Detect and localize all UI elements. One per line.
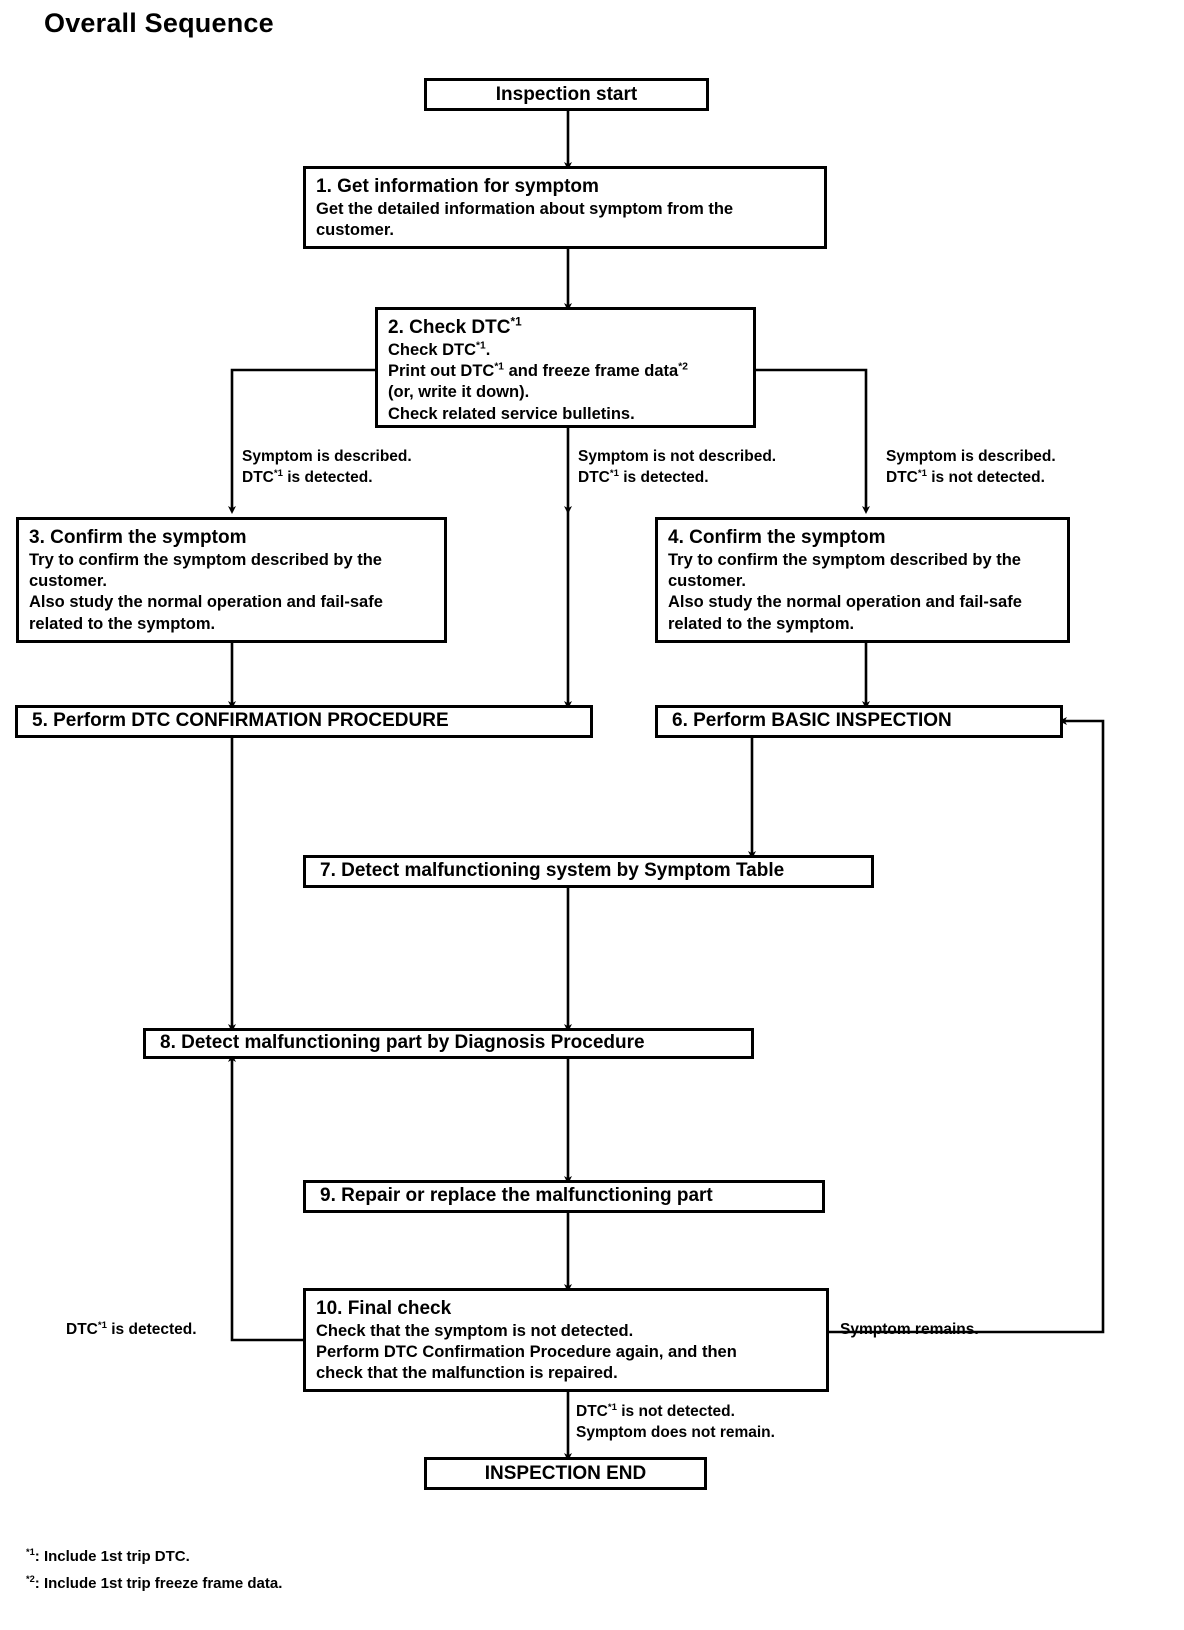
node-8-heading: 8. Detect malfunctioning part by Diagnos… <box>160 1031 645 1053</box>
edge-label-middle-branch: Symptom is not described. DTC*1 is detec… <box>578 448 777 486</box>
node-7-heading: 7. Detect malfunctioning system by Sympt… <box>320 859 785 881</box>
node-inspection-end[interactable]: INSPECTION END <box>424 1457 707 1490</box>
node-5-dtc-confirmation-procedure[interactable]: 5. Perform DTC CONFIRMATION PROCEDURE <box>15 705 593 738</box>
page-title: Overall Sequence <box>44 8 274 38</box>
node-8-diagnosis-procedure[interactable]: 8. Detect malfunctioning part by Diagnos… <box>143 1028 754 1059</box>
edge-label-final-ok: DTC*1 is not detected. Symptom does not … <box>576 1401 775 1441</box>
node-7-symptom-table[interactable]: 7. Detect malfunctioning system by Sympt… <box>303 855 874 888</box>
footnote-ref-1: *1 <box>510 315 522 329</box>
node-9-heading: 9. Repair or replace the malfunctioning … <box>320 1184 713 1206</box>
edge-label-symptom-remains: Symptom remains. <box>840 1321 979 1338</box>
edge-label-right-branch: Symptom is described. DTC*1 is not detec… <box>886 448 1056 486</box>
footnote-ref-2: *2 <box>678 361 688 373</box>
node-inspection-end-label: INSPECTION END <box>484 1462 647 1484</box>
node-3-body: Try to confirm the symptom described by … <box>29 551 383 633</box>
edge-label-dtc-detected: DTC*1 is detected. <box>66 1319 197 1338</box>
node-6-heading: 6. Perform BASIC INSPECTION <box>672 709 952 731</box>
node-3-heading: 3. Confirm the symptom <box>29 527 247 548</box>
node-1-get-information[interactable]: 1. Get information for symptom Get the d… <box>303 166 827 249</box>
node-1-heading: 1. Get information for symptom <box>316 176 599 197</box>
node-5-heading: 5. Perform DTC CONFIRMATION PROCEDURE <box>32 709 449 731</box>
node-10-heading: 10. Final check <box>316 1298 452 1319</box>
footnote-2: *2: Include 1st trip freeze frame data. <box>26 1574 283 1592</box>
node-9-repair-replace[interactable]: 9. Repair or replace the malfunctioning … <box>303 1180 825 1213</box>
node-2-heading: 2. Check DTC*1 <box>388 315 522 338</box>
node-3-confirm-symptom[interactable]: 3. Confirm the symptom Try to confirm th… <box>16 517 447 643</box>
node-10-body: Check that the symptom is not detected. … <box>316 1322 737 1383</box>
node-2-check-dtc[interactable]: 2. Check DTC*1 Check DTC*1. Print out DT… <box>375 307 756 428</box>
node-inspection-start[interactable]: Inspection start <box>424 78 709 111</box>
node-1-body: Get the detailed information about sympt… <box>316 200 734 240</box>
node-4-heading: 4. Confirm the symptom <box>668 527 886 548</box>
node-2-body: Check DTC*1. Print out DTC*1 and freeze … <box>388 340 688 423</box>
node-10-final-check[interactable]: 10. Final check Check that the symptom i… <box>303 1288 829 1392</box>
node-inspection-start-label: Inspection start <box>495 83 638 105</box>
node-4-confirm-symptom[interactable]: 4. Confirm the symptom Try to confirm th… <box>655 517 1070 643</box>
footnote-1: *1: Include 1st trip DTC. <box>26 1547 190 1565</box>
node-6-basic-inspection[interactable]: 6. Perform BASIC INSPECTION <box>655 705 1063 738</box>
edge-label-left-branch: Symptom is described. DTC*1 is detected. <box>242 448 412 486</box>
node-4-body: Try to confirm the symptom described by … <box>668 551 1022 633</box>
